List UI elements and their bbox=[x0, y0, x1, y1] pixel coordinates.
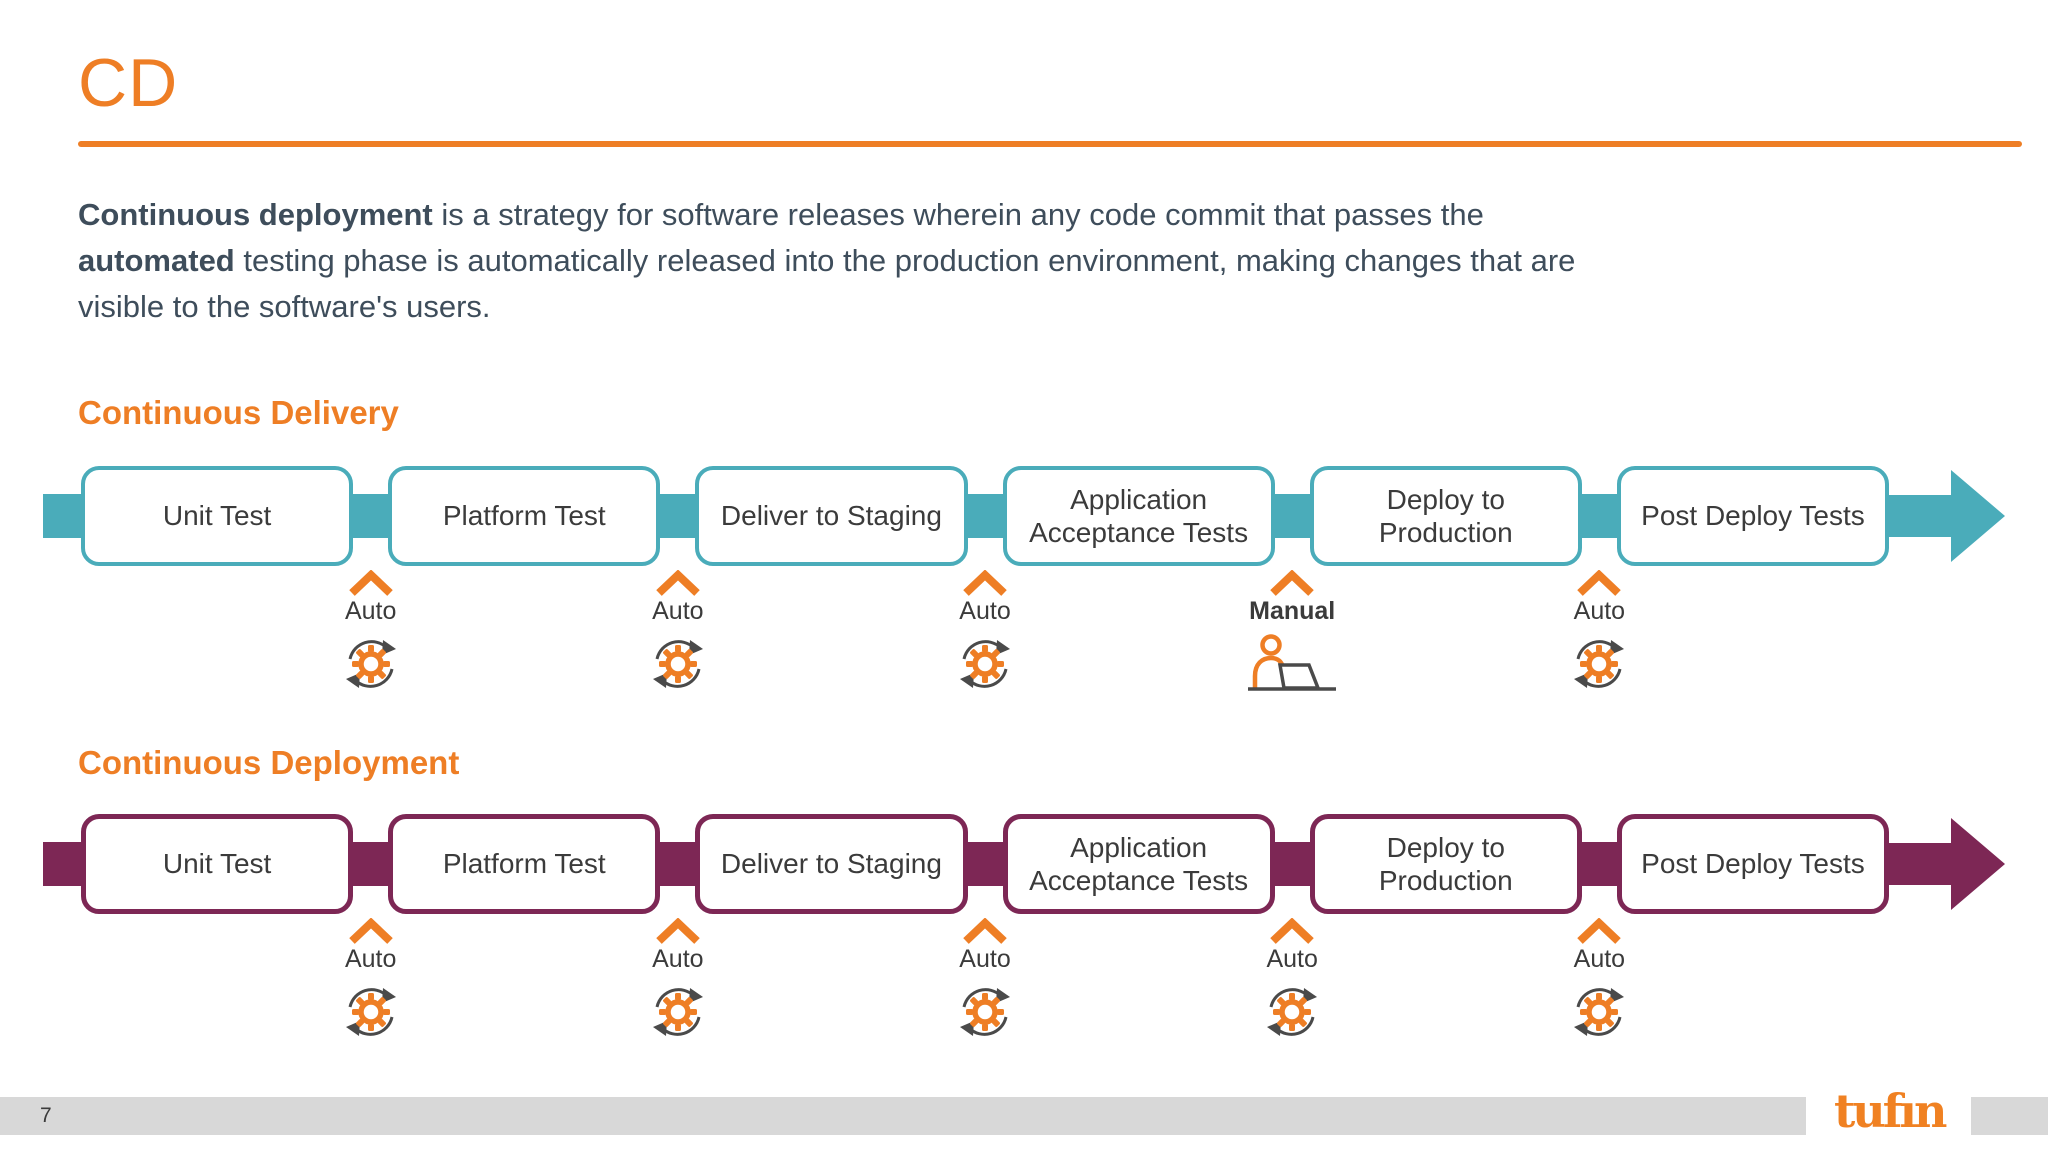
pipeline-start-stub bbox=[43, 842, 81, 886]
chevron-up-icon bbox=[348, 918, 393, 944]
sync-gear-icon bbox=[652, 640, 703, 688]
sync-gear-icon bbox=[652, 988, 703, 1036]
stage-box-deliver-to-staging: Deliver to Staging bbox=[695, 814, 968, 914]
pipeline-connector bbox=[660, 842, 696, 886]
sync-gear-icon bbox=[960, 640, 1011, 688]
stage-box-application-acceptance-tests: Application Acceptance Tests bbox=[1002, 814, 1275, 914]
tufin-logo: tufın bbox=[1834, 1084, 1947, 1138]
stage-box-platform-test: Platform Test bbox=[388, 814, 661, 914]
gate-manual: Manual bbox=[1227, 570, 1357, 696]
sync-gear-icon bbox=[1267, 988, 1318, 1036]
gate-auto: Auto bbox=[613, 918, 743, 1044]
stage-box-deploy-to-production: Deploy to Production bbox=[1309, 814, 1582, 914]
slide-title: CD bbox=[78, 45, 179, 121]
stage-label: Unit Test bbox=[162, 848, 272, 880]
title-divider bbox=[78, 141, 2022, 147]
gate-auto: Auto bbox=[1534, 918, 1664, 1044]
stage-label: Deliver to Staging bbox=[720, 500, 942, 532]
stage-label: Unit Test bbox=[162, 500, 272, 532]
stage-label: Deploy to Production bbox=[1378, 831, 1513, 896]
continuous-delivery-gates: Auto Auto Auto Manual Auto bbox=[43, 570, 2007, 720]
pipeline-connector bbox=[353, 842, 389, 886]
chevron-up-icon bbox=[963, 570, 1007, 596]
chevron-up-icon bbox=[1577, 570, 1622, 596]
pipeline-connector bbox=[1581, 842, 1617, 886]
continuous-deployment-gates: Auto Auto Auto Auto Auto bbox=[43, 918, 2007, 1068]
gate-auto: Auto bbox=[1227, 918, 1357, 1044]
gate-label: Auto bbox=[652, 945, 704, 973]
gate-label: Auto bbox=[344, 597, 397, 625]
chevron-up-icon bbox=[963, 918, 1007, 944]
stage-label: Application Acceptance Tests bbox=[1029, 831, 1249, 896]
stage-label: Application Acceptance Tests bbox=[1029, 483, 1249, 548]
pipeline-connector bbox=[1274, 842, 1310, 886]
pipeline-connector bbox=[1581, 494, 1617, 538]
gate-label: Auto bbox=[1573, 945, 1626, 973]
sync-gear-icon bbox=[345, 640, 396, 688]
gate-label: Manual bbox=[1249, 597, 1336, 625]
chevron-up-icon bbox=[1270, 918, 1314, 944]
gate-label: Auto bbox=[959, 597, 1011, 625]
pipeline-arrow-icon bbox=[1889, 470, 2006, 562]
chevron-up-icon bbox=[656, 918, 700, 944]
stage-box-platform-test: Platform Test bbox=[388, 466, 661, 566]
intro-text: is a strategy for software releases wher… bbox=[432, 197, 1484, 232]
stage-box-deliver-to-staging: Deliver to Staging bbox=[695, 466, 968, 566]
footer-bar-right bbox=[1971, 1097, 2048, 1135]
intro-text: visible to the software's users. bbox=[78, 289, 491, 324]
stage-label: Deploy to Production bbox=[1378, 483, 1513, 548]
page-number: 7 bbox=[40, 1104, 52, 1127]
stage-box-unit-test: Unit Test bbox=[81, 814, 354, 914]
pipeline-connector bbox=[353, 494, 389, 538]
pipeline-start-stub bbox=[43, 494, 81, 538]
sync-gear-icon bbox=[345, 988, 396, 1036]
gate-auto: Auto bbox=[1534, 570, 1664, 696]
gate-auto: Auto bbox=[920, 918, 1050, 1044]
continuous-delivery-pipeline: Unit Test Platform Test Deliver to Staging… bbox=[43, 466, 2007, 566]
intro-bold-text: automated bbox=[78, 243, 235, 278]
pipeline-connector bbox=[1274, 494, 1310, 538]
intro-bold-text: Continuous deployment bbox=[78, 197, 433, 232]
pipeline-connector bbox=[967, 494, 1003, 538]
gate-label: Auto bbox=[1266, 945, 1318, 973]
stage-label: Post Deploy Tests bbox=[1641, 848, 1865, 880]
stage-box-deploy-to-production: Deploy to Production bbox=[1309, 466, 1582, 566]
gate-label: Auto bbox=[344, 945, 397, 973]
chevron-up-icon bbox=[348, 570, 393, 596]
sync-gear-icon bbox=[1574, 640, 1625, 688]
gate-label: Auto bbox=[652, 597, 704, 625]
stage-label: Post Deploy Tests bbox=[1641, 500, 1865, 532]
pipeline-connector bbox=[967, 842, 1003, 886]
stage-label: Deliver to Staging bbox=[720, 848, 942, 880]
gate-label: Auto bbox=[959, 945, 1011, 973]
stage-box-unit-test: Unit Test bbox=[81, 466, 354, 566]
stage-box-post-deploy-tests: Post Deploy Tests bbox=[1616, 814, 1890, 914]
stage-box-application-acceptance-tests: Application Acceptance Tests bbox=[1002, 466, 1275, 566]
stage-box-post-deploy-tests: Post Deploy Tests bbox=[1616, 466, 1890, 566]
sync-gear-icon bbox=[960, 988, 1011, 1036]
gate-auto: Auto bbox=[306, 918, 436, 1044]
gate-auto: Auto bbox=[306, 570, 436, 696]
gate-auto: Auto bbox=[613, 570, 743, 696]
chevron-up-icon bbox=[1270, 570, 1314, 596]
chevron-up-icon bbox=[1577, 918, 1622, 944]
stage-label: Platform Test bbox=[442, 848, 606, 880]
sync-gear-icon bbox=[1574, 988, 1625, 1036]
pipeline-connector bbox=[660, 494, 696, 538]
intro-paragraph: Continuous deployment is a strategy for … bbox=[78, 192, 2008, 330]
chevron-up-icon bbox=[656, 570, 700, 596]
continuous-delivery-heading: Continuous Delivery bbox=[78, 394, 399, 431]
stage-label: Platform Test bbox=[442, 500, 606, 532]
gate-auto: Auto bbox=[920, 570, 1050, 696]
gate-label: Auto bbox=[1573, 597, 1626, 625]
continuous-deployment-pipeline: Unit Test Platform Test Deliver to Staging… bbox=[43, 814, 2007, 914]
intro-text: testing phase is automatically released … bbox=[234, 243, 1576, 278]
footer-bar: 7 bbox=[0, 1097, 1806, 1135]
person-laptop-icon bbox=[1248, 634, 1337, 691]
pipeline-arrow-icon bbox=[1889, 818, 2006, 910]
continuous-deployment-heading: Continuous Deployment bbox=[78, 744, 460, 781]
